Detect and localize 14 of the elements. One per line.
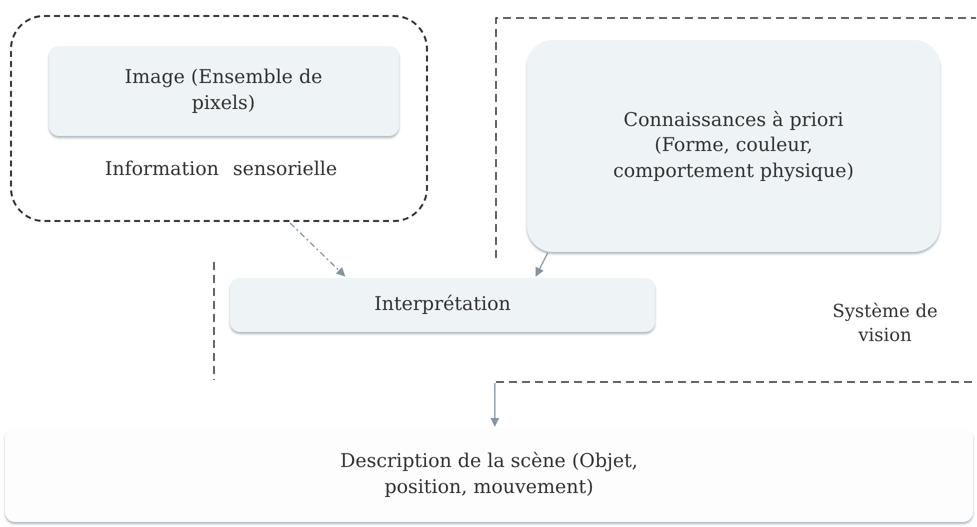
arrow: [535, 252, 548, 277]
system-label: Système de vision: [831, 300, 939, 348]
node-text: Image (Ensemble de pixels): [124, 64, 324, 116]
node-text: Description de la scène (Objet, position, mouvement): [339, 449, 639, 500]
arrow: [490, 383, 500, 427]
knowledge-box: [527, 40, 940, 252]
node-text: Connaissances à priori (Forme, couleur, comportement physique): [612, 108, 855, 184]
process-box: [230, 278, 655, 332]
input-box: [48, 46, 398, 136]
dashed-group-box: [10, 15, 428, 222]
group-caption: Information sensorielle: [104, 157, 338, 182]
node-text: Interprétation: [374, 292, 511, 318]
arrow: [290, 222, 346, 277]
output-box: [5, 428, 973, 522]
